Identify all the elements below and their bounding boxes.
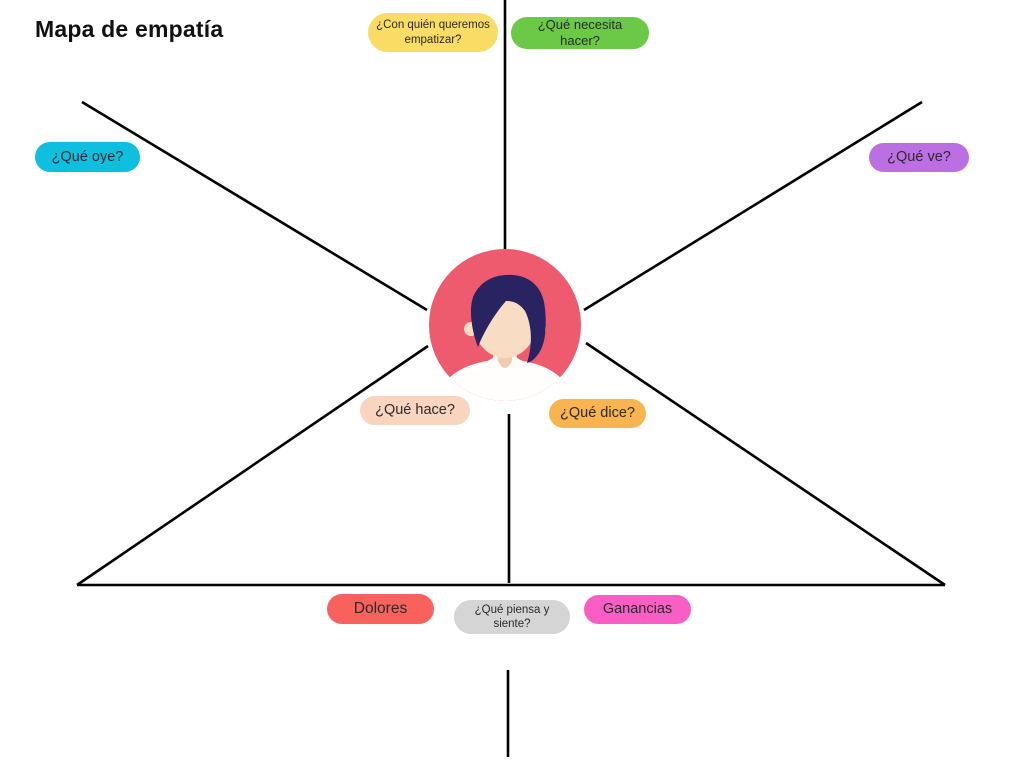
avatar-shirt [437, 352, 573, 401]
line-bottom-right-diagonal [585, 341, 946, 587]
pill-ganancias[interactable]: Ganancias [584, 595, 691, 624]
persona-avatar[interactable] [429, 249, 581, 401]
pill-que-oye[interactable]: ¿Qué oye? [35, 142, 140, 172]
pill-con-quien-queremos-empatizar[interactable]: ¿Con quién queremos empatizar? [368, 13, 498, 52]
line-top-left-diagonal [81, 100, 428, 312]
pill-que-piensa-y-siente[interactable]: ¿Qué piensa y siente? [454, 600, 570, 634]
pill-que-dice[interactable]: ¿Qué dice? [549, 399, 646, 428]
line-top-right-diagonal [583, 100, 923, 312]
pill-que-hace[interactable]: ¿Qué hace? [360, 396, 470, 425]
pill-que-ve[interactable]: ¿Qué ve? [869, 143, 969, 172]
pill-dolores[interactable]: Dolores [327, 594, 434, 624]
page-title: Mapa de empatía [35, 16, 224, 42]
line-bottom-left-diagonal [76, 344, 429, 587]
avatar-hair [470, 274, 546, 363]
pill-que-necesita-hacer[interactable]: ¿Qué necesita hacer? [511, 17, 649, 49]
